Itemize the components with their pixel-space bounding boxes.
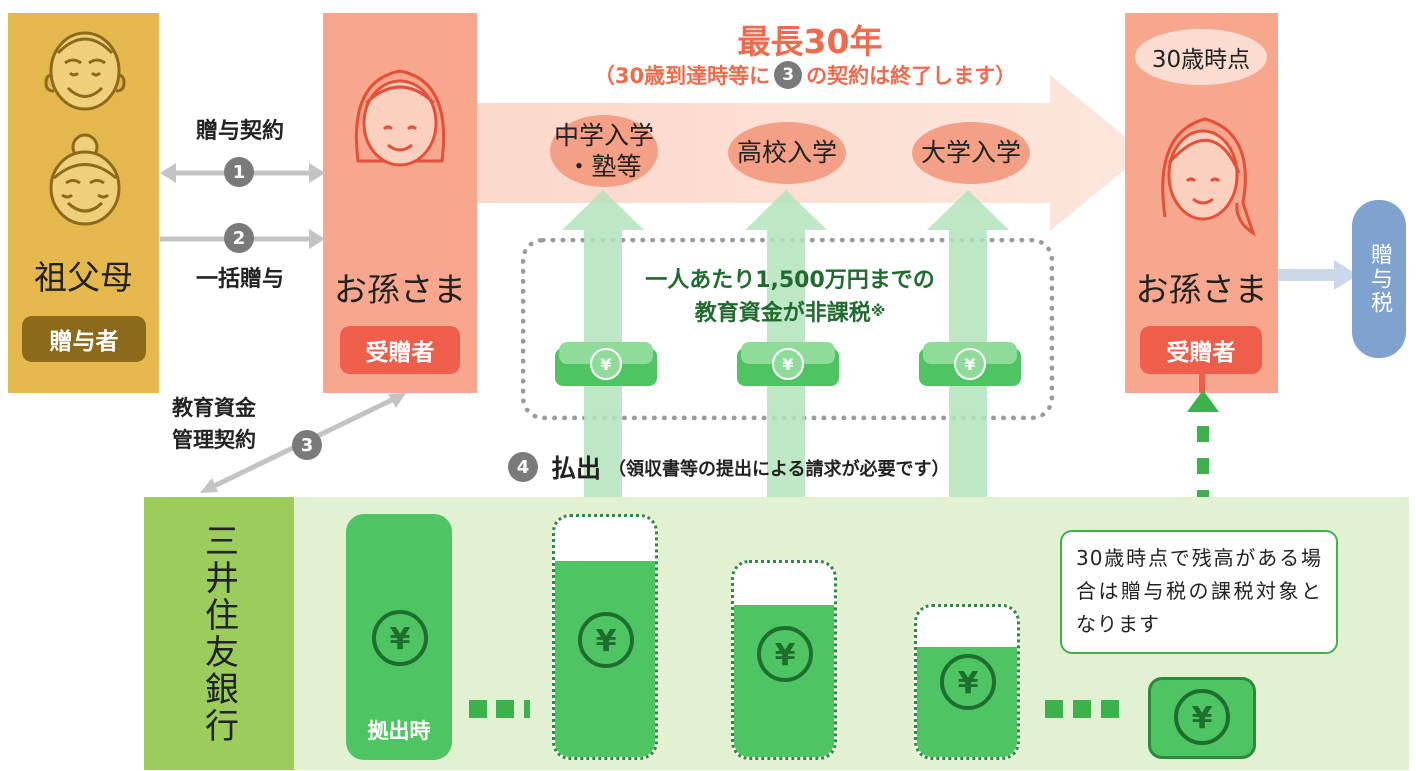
bank-name: 三井住友銀行 xyxy=(198,522,239,745)
age-30-oval: 30歳時点 xyxy=(1135,29,1267,85)
stage-junior-high: 中学入学 ・塾等 xyxy=(550,115,658,187)
grandchild-box: お孫さま 受贈者 xyxy=(323,13,477,393)
badge-connector-line xyxy=(1199,361,1205,393)
grandchild-role-badge: 受贈者 xyxy=(340,326,460,374)
lump-sum-gift-label: 一括贈与 xyxy=(195,267,284,292)
edu-contract-label-line2: 管理契約 xyxy=(172,428,256,452)
grandchild-30-name: お孫さま xyxy=(1135,270,1268,309)
gift-tax-note-text: 30歳時点で残高がある場合は贈与税の課税対象となります xyxy=(1076,546,1322,636)
withdraw-arrow-2 xyxy=(745,190,827,600)
svg-text:¥: ¥ xyxy=(964,355,975,374)
step-1-badge: 1 xyxy=(224,157,254,187)
yen-bill-icon-1: ¥ xyxy=(555,342,657,386)
edu-contract-label-line1: 教育資金 xyxy=(172,396,256,420)
ellipsis-dot xyxy=(1045,700,1063,718)
yen-coin-icon-4: ¥ xyxy=(940,654,996,710)
bank-label-box: 三井住友銀行 xyxy=(144,497,294,770)
stage-university-label: 大学入学 xyxy=(920,138,1021,168)
subtitle-after: の契約は終了します） xyxy=(806,64,1017,88)
timeline-subtitle: （30歳到達時等に 3 の契約は終了します） xyxy=(545,60,1065,90)
svg-text:¥: ¥ xyxy=(1192,701,1213,736)
balance-jar-4: ¥ xyxy=(914,604,1020,760)
ellipsis-dot xyxy=(1073,700,1091,718)
grandparents-role-badge: 贈与者 xyxy=(22,316,146,362)
step-3-badge: 3 xyxy=(292,430,322,460)
subtitle-before: （30歳到達時等に xyxy=(593,64,771,88)
svg-text:¥: ¥ xyxy=(390,622,411,657)
yen-bill-icon-3: ¥ xyxy=(919,342,1021,386)
girl-face-icon xyxy=(354,69,446,167)
ellipsis-dot xyxy=(469,700,487,718)
yen-bill-icon-2: ¥ xyxy=(737,342,839,386)
grandchild-30-box: 30歳時点 お孫さま 受贈者 xyxy=(1125,13,1278,393)
stage-junior-high-label: 中学入学 ・塾等 xyxy=(553,120,654,181)
svg-text:¥: ¥ xyxy=(600,355,611,374)
tax-free-mark: ※ xyxy=(870,302,886,320)
tax-free-line2: 教育資金が非課税※ xyxy=(600,294,980,328)
young-woman-face-icon xyxy=(1161,117,1256,237)
tax-free-line2-text: 教育資金が非課税 xyxy=(694,301,871,326)
withdraw-note: （領収書等の提出による請求が必要です） xyxy=(608,459,950,480)
step-4-badge: 4 xyxy=(508,452,538,482)
stage-high-school: 高校入学 xyxy=(728,122,846,184)
ellipsis-dot xyxy=(496,700,514,718)
age-30-label: 30歳時点 xyxy=(1151,47,1251,73)
remaining-balance-box: ¥ xyxy=(1148,677,1256,759)
grandchild-name: お孫さま xyxy=(334,270,466,309)
stage-high-school-label: 高校入学 xyxy=(736,138,837,168)
gift-tax-note-box: 30歳時点で残高がある場合は贈与税の課税対象となります xyxy=(1060,530,1338,654)
withdraw-label: 払出 xyxy=(551,454,602,483)
grandparents-name: 祖父母 xyxy=(34,258,133,297)
timeline-title: 最長30年 xyxy=(737,22,883,61)
yen-coin-icon-3: ¥ xyxy=(757,626,813,682)
yen-coin-icon-1: ¥ xyxy=(372,610,428,666)
gift-contract-label: 贈与契約 xyxy=(195,119,284,144)
svg-text:¥: ¥ xyxy=(958,666,979,701)
ellipsis-dot xyxy=(1101,700,1119,718)
yen-coin-icon-5: ¥ xyxy=(1174,689,1230,745)
balance-jar-2: ¥ xyxy=(552,514,658,760)
grandfather-icon xyxy=(44,31,126,111)
tax-free-line1: 一人あたり1,500万円までの xyxy=(645,268,935,293)
deposit-label: 拠出時 xyxy=(367,719,431,743)
deposit-jar-initial: ¥ 拠出時 xyxy=(346,514,452,760)
step-2-badge: 2 xyxy=(224,223,254,253)
stage-university: 大学入学 xyxy=(912,122,1030,184)
yen-coin-icon-2: ¥ xyxy=(578,612,634,668)
svg-text:¥: ¥ xyxy=(775,638,796,673)
subtitle-num-circle: 3 xyxy=(774,61,803,89)
withdraw-arrow-3 xyxy=(927,190,1009,630)
grandmother-icon xyxy=(49,133,121,226)
gift-tax-arrow xyxy=(1278,260,1358,290)
gift-tax-label: 贈与税 xyxy=(1367,243,1392,315)
grandparents-box: 祖父母 贈与者 xyxy=(8,13,159,393)
ellipsis-dot xyxy=(524,700,530,718)
gift-tax-box: 贈与税 xyxy=(1352,200,1406,358)
balance-jar-3: ¥ xyxy=(731,560,837,760)
svg-text:¥: ¥ xyxy=(782,355,793,374)
svg-text:¥: ¥ xyxy=(596,624,617,659)
